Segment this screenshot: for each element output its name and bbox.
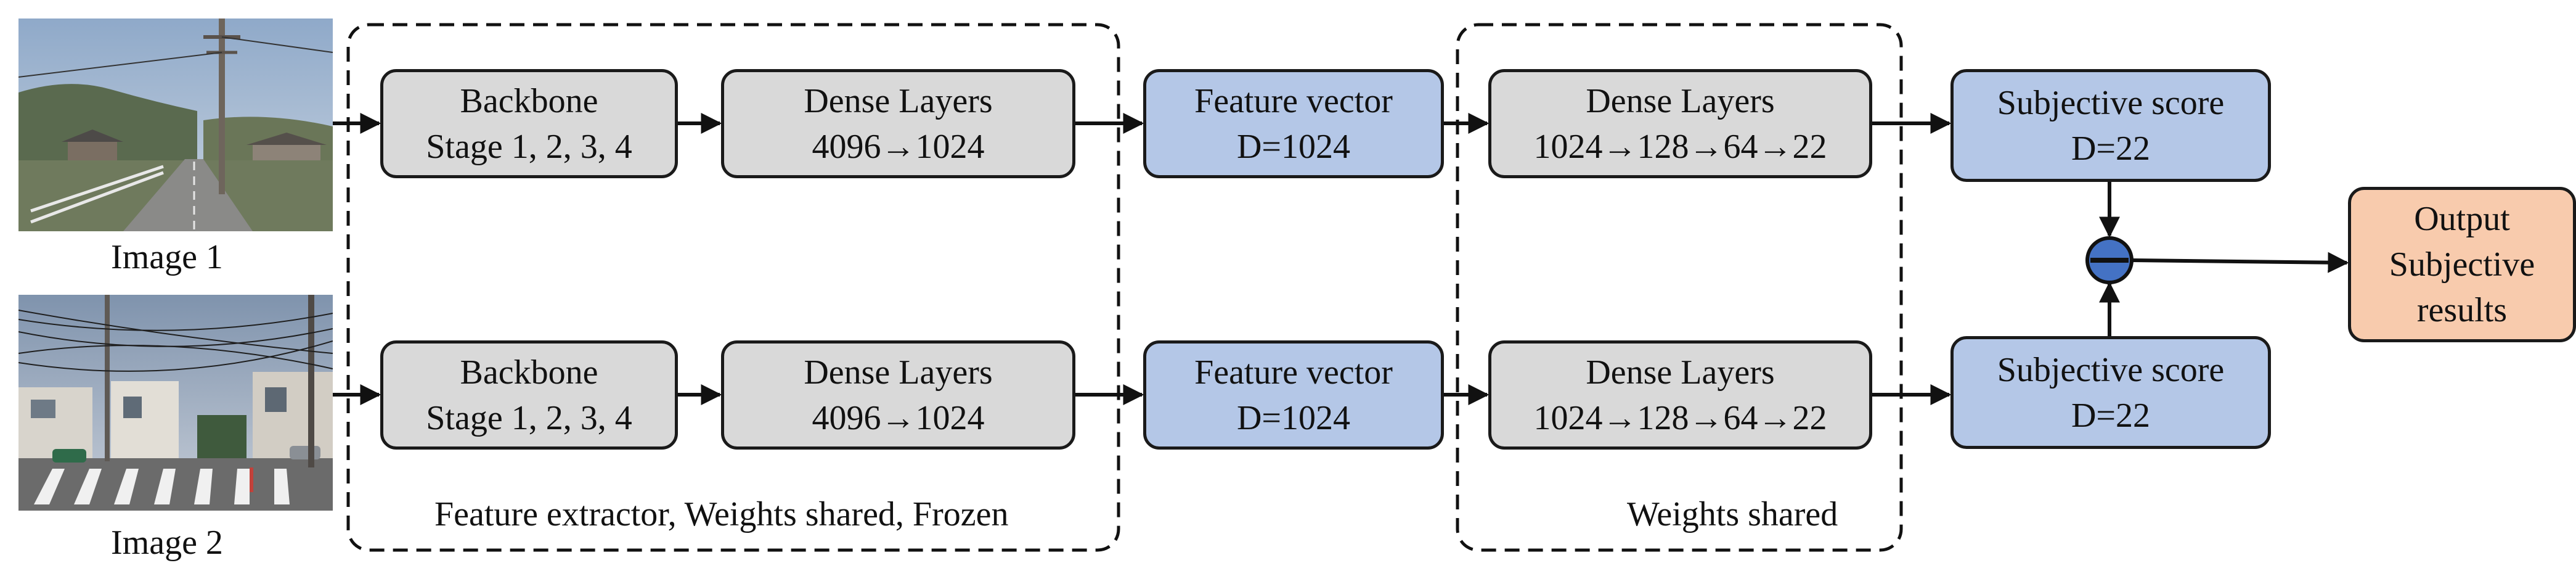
shared-dense-box-1: Dense Layers 1024→128→64→22: [1488, 69, 1872, 178]
subjective-score-box-2-title: Subjective score: [1997, 350, 2225, 389]
dense-layers-box-2: Dense Layers 4096→1024: [721, 340, 1075, 450]
image-1-photo: [18, 19, 333, 231]
shared-dense-group: [1456, 23, 1903, 552]
dense-layers-box-2-title: Dense Layers: [804, 353, 993, 392]
subjective-score-box-2: Subjective score D=22: [1950, 336, 2271, 449]
output-box-line2: Subjective: [2389, 245, 2535, 284]
subjective-score-box-1: Subjective score D=22: [1950, 69, 2271, 182]
feature-vector-box-2: Feature vector D=1024: [1143, 340, 1444, 450]
dense-layers-box-1: Dense Layers 4096→1024: [721, 69, 1075, 178]
shared-dense-box-2-dims: 1024→128→64→22: [1533, 398, 1827, 437]
shared-dense-box-1-title: Dense Layers: [1586, 81, 1775, 120]
subjective-score-box-1-title: Subjective score: [1997, 83, 2225, 122]
output-box-line3: results: [2416, 291, 2508, 329]
subjective-score-box-1-dim: D=22: [2071, 129, 2151, 168]
backbone-box-1: Backbone Stage 1, 2, 3, 4: [380, 69, 678, 178]
subtract-node: [2085, 236, 2134, 284]
dense-layers-box-1-dims: 4096→1024: [812, 127, 985, 166]
feature-vector-box-1: Feature vector D=1024: [1143, 69, 1444, 178]
dense-layers-box-1-title: Dense Layers: [804, 81, 993, 120]
subjective-score-box-2-dim: D=22: [2071, 396, 2151, 435]
image-1-label: Image 1: [111, 238, 223, 276]
image-2-label: Image 2: [111, 524, 223, 562]
image-2-photo: [18, 295, 333, 511]
output-box-line1: Output: [2414, 200, 2510, 238]
weights-shared-caption: Weights shared: [1627, 495, 1838, 533]
backbone-box-2: Backbone Stage 1, 2, 3, 4: [380, 340, 678, 450]
shared-dense-box-1-dims: 1024→128→64→22: [1533, 127, 1827, 166]
shared-dense-box-2-title: Dense Layers: [1586, 353, 1775, 392]
feature-vector-box-1-dim: D=1024: [1236, 127, 1351, 166]
shared-dense-box-2: Dense Layers 1024→128→64→22: [1488, 340, 1872, 450]
backbone-box-1-stages: Stage 1, 2, 3, 4: [426, 127, 632, 166]
feature-extractor-group: [346, 23, 1120, 552]
feature-vector-box-2-dim: D=1024: [1236, 398, 1351, 437]
backbone-box-1-title: Backbone: [460, 81, 598, 120]
feature-vector-box-1-title: Feature vector: [1194, 81, 1393, 120]
dense-layers-box-2-dims: 4096→1024: [812, 398, 985, 437]
feature-vector-box-2-title: Feature vector: [1194, 353, 1393, 392]
arrow-subtract-output: [2132, 252, 2349, 273]
backbone-box-2-title: Backbone: [460, 353, 598, 392]
feature-extractor-caption: Feature extractor, Weights shared, Froze…: [434, 495, 1009, 533]
output-box: Output Subjective results: [2348, 187, 2576, 342]
backbone-box-2-stages: Stage 1, 2, 3, 4: [426, 398, 632, 437]
